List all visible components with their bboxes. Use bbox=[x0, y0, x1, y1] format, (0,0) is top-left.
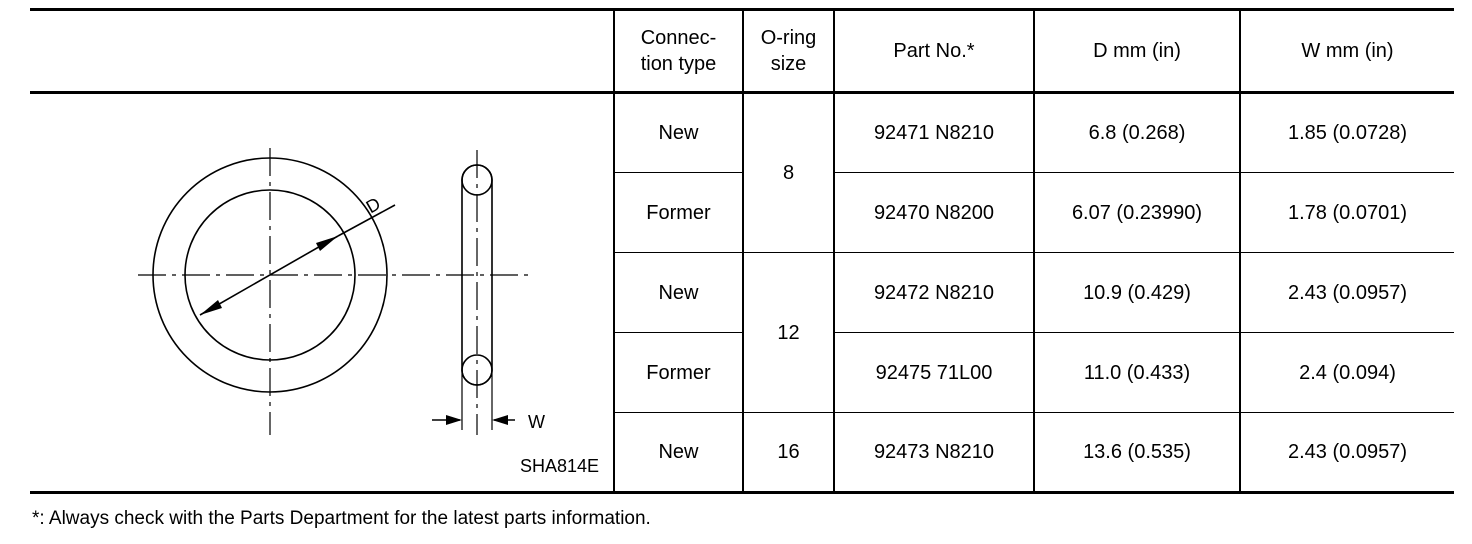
d-extension-line bbox=[337, 204, 396, 237]
row-rule bbox=[834, 172, 1454, 173]
cell-w: 2.43 (0.0957) bbox=[1288, 281, 1407, 304]
cell-w: 1.85 (0.0728) bbox=[1288, 122, 1407, 144]
footnote: *: Always check with the Parts Departmen… bbox=[32, 508, 651, 529]
row-rule bbox=[614, 172, 744, 173]
header-connection-type: Connec- tion type bbox=[640, 27, 717, 75]
d-arrowhead-lower bbox=[200, 300, 222, 315]
cell-oring-size: 8 bbox=[782, 162, 795, 184]
cell-w: 2.43 (0.0957) bbox=[1288, 441, 1407, 463]
cell-connection: Former bbox=[646, 201, 711, 224]
cell-connection: New bbox=[658, 122, 699, 144]
cell-d: 13.6 (0.535) bbox=[1083, 441, 1191, 463]
cell-connection: New bbox=[658, 441, 699, 463]
top-rule bbox=[30, 8, 1454, 11]
d-arrowhead-upper bbox=[316, 236, 338, 251]
row-rule bbox=[834, 332, 1454, 333]
col-rule bbox=[742, 10, 744, 492]
header-d: D mm (in) bbox=[1093, 40, 1181, 62]
cell-part-no: 92471 N8210 bbox=[873, 122, 995, 144]
cell-part-no: 92472 N8210 bbox=[873, 281, 995, 304]
header-oring-size: O-ring size bbox=[760, 27, 817, 75]
header-w: W mm (in) bbox=[1301, 40, 1394, 62]
oring-diagram: D W bbox=[138, 148, 545, 435]
col-rule bbox=[833, 10, 835, 492]
cell-w: 1.78 (0.0701) bbox=[1288, 201, 1407, 224]
col-rule bbox=[613, 10, 615, 492]
col-rule bbox=[1239, 10, 1241, 492]
d-dimension-line bbox=[199, 235, 339, 316]
figure-code: SHA814E bbox=[520, 456, 600, 476]
w-label: W bbox=[528, 412, 545, 432]
cell-part-no: 92473 N8210 bbox=[873, 441, 995, 463]
w-arrowhead-right bbox=[492, 415, 508, 425]
cell-oring-size: 12 bbox=[777, 321, 800, 344]
cell-part-no: 92475 71L00 bbox=[875, 361, 993, 384]
cell-connection: New bbox=[658, 281, 699, 304]
row-rule bbox=[614, 332, 744, 333]
cell-oring-size: 16 bbox=[777, 441, 800, 463]
header-part-no: Part No.* bbox=[893, 40, 975, 62]
w-arrowhead-left bbox=[446, 415, 462, 425]
cell-d: 11.0 (0.433) bbox=[1083, 361, 1191, 384]
cell-part-no: 92470 N8200 bbox=[873, 201, 995, 224]
cell-d: 10.9 (0.429) bbox=[1083, 281, 1191, 304]
bottom-rule bbox=[30, 491, 1454, 494]
cell-d: 6.8 (0.268) bbox=[1088, 122, 1186, 144]
col-rule bbox=[1033, 10, 1035, 492]
cell-w: 2.4 (0.094) bbox=[1299, 361, 1396, 384]
cell-d: 6.07 (0.23990) bbox=[1071, 201, 1203, 224]
cell-connection: Former bbox=[646, 361, 711, 384]
